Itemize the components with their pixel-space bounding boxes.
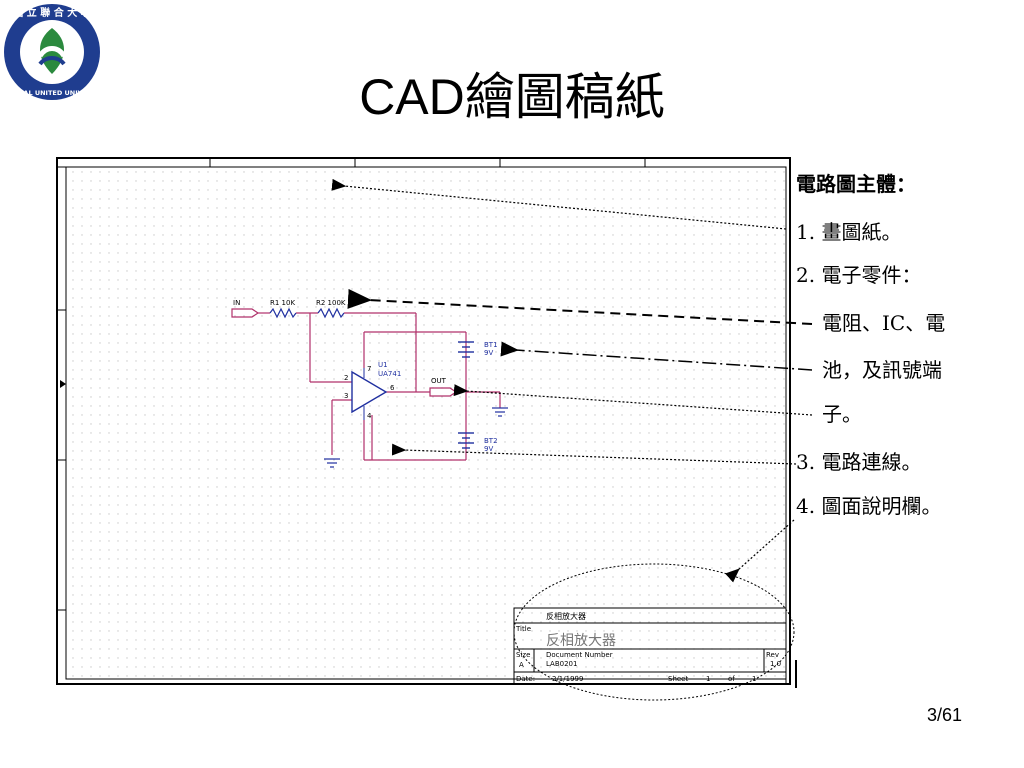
size-value: A (519, 661, 524, 669)
pin2-label: 2 (344, 374, 348, 382)
bt1-voltage: 9V (484, 349, 493, 357)
svg-text:國 立 聯 合 大 學: 國 立 聯 合 大 學 (13, 6, 90, 19)
resistor-r1 (269, 307, 297, 319)
note-item-2-line3: 子。 (822, 402, 862, 426)
notes-heading: 電路圖主體： (796, 172, 916, 196)
sheet-value: 1 (706, 675, 710, 683)
university-logo: 國 立 聯 合 大 學 NATIONAL UNITED UNIVERSITY (0, 0, 109, 104)
ground-symbol (324, 407, 508, 468)
r2-label: R2 100K (316, 299, 346, 307)
note-item-2-line1: 電阻、IC、電 (822, 311, 946, 335)
rev-label: Rev (766, 651, 779, 659)
note-item-2: 2. 電子零件： (796, 263, 922, 287)
docnum-label: Document Number (546, 651, 613, 659)
title-block-highlight (513, 563, 795, 701)
date-label: Date: (516, 675, 535, 683)
size-label: Size (516, 651, 530, 659)
battery-bt2 (458, 432, 474, 449)
title-value: 反相放大器 (546, 633, 616, 649)
note-item-3: 3. 電路連線。 (796, 450, 922, 474)
out-label: OUT (431, 377, 447, 385)
slide-title: CAD繪圖稿紙 (359, 69, 665, 125)
pin4-label: 4 (367, 412, 372, 420)
sheet-label: Sheet (668, 675, 688, 683)
note-item-4: 4. 圖面說明欄。 (796, 494, 942, 518)
annotation-arrows (331, 178, 813, 583)
note-item-2-line2: 池，及訊號端 (822, 358, 942, 382)
pin6-label: 6 (390, 384, 395, 392)
title-block (513, 607, 787, 685)
page-number: 3/61 (926, 705, 962, 725)
bt1-label: BT1 (484, 341, 498, 349)
of-label: of (728, 675, 735, 683)
title-block-header: 反相放大器 (546, 611, 586, 621)
pin3-label: 3 (344, 392, 348, 400)
docnum-value: LAB0201 (546, 660, 577, 668)
date-value: 2/1/1999 (552, 675, 583, 683)
bt2-voltage: 9V (484, 445, 493, 453)
bt2-label: BT2 (484, 437, 498, 445)
svg-text:NATIONAL UNITED UNIVERSITY: NATIONAL UNITED UNIVERSITY (0, 89, 104, 97)
rev-value: 1.0 (770, 660, 781, 668)
in-label: IN (233, 299, 240, 307)
op-amp-u1 (351, 368, 388, 420)
title-label: Title (515, 625, 531, 633)
u1-label: U1 (378, 361, 388, 369)
resistor-r2 (317, 307, 345, 319)
note-item-1: 1. 畫圖紙。 (796, 220, 902, 244)
output-port (429, 387, 458, 397)
pin7-label: 7 (367, 365, 371, 373)
battery-bt1 (458, 341, 474, 358)
input-port (231, 308, 260, 318)
u1-part-label: UA741 (378, 370, 401, 378)
drawing-paper (56, 157, 791, 685)
r1-label: R1 10K (270, 299, 295, 307)
